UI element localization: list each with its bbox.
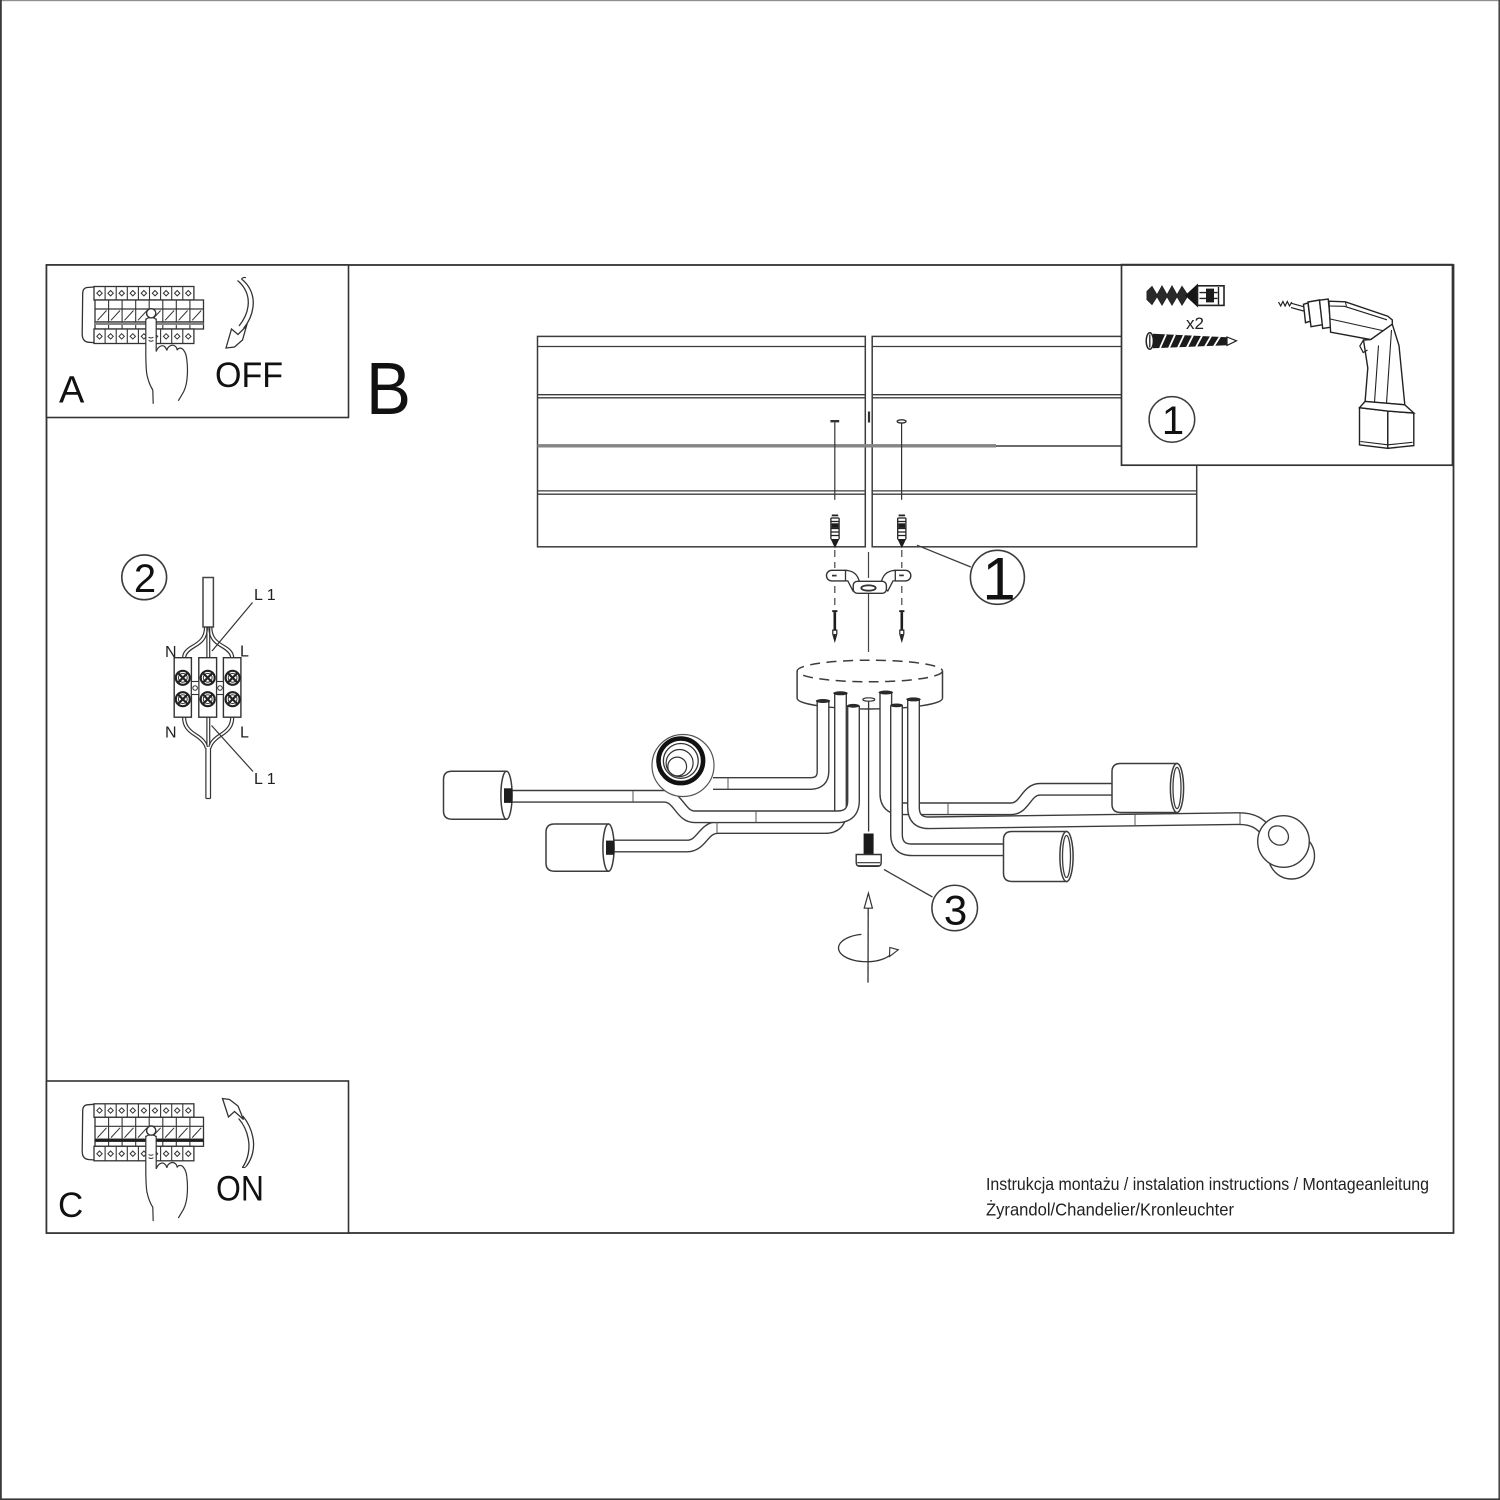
svg-text:L 1: L 1 <box>254 587 276 604</box>
svg-text:N: N <box>165 644 177 661</box>
svg-text:L: L <box>240 725 249 742</box>
svg-text:ON: ON <box>216 1170 264 1209</box>
svg-text:A: A <box>59 370 85 412</box>
svg-text:C: C <box>58 1186 83 1225</box>
svg-text:1: 1 <box>1162 399 1184 443</box>
svg-text:Instrukcja montażu / instalati: Instrukcja montażu / instalation instruc… <box>986 1174 1429 1194</box>
svg-text:B: B <box>366 347 411 430</box>
svg-text:Żyrandol/Chandelier/Kronleucht: Żyrandol/Chandelier/Kronleuchter <box>986 1200 1234 1220</box>
svg-text:OFF: OFF <box>215 356 283 395</box>
svg-text:2: 2 <box>134 557 156 601</box>
svg-text:N: N <box>165 725 177 742</box>
svg-text:1: 1 <box>982 546 1015 613</box>
svg-text:3: 3 <box>944 887 967 934</box>
svg-text:L: L <box>240 644 249 661</box>
svg-text:L 1: L 1 <box>254 771 276 788</box>
svg-text:x2: x2 <box>1186 314 1204 333</box>
